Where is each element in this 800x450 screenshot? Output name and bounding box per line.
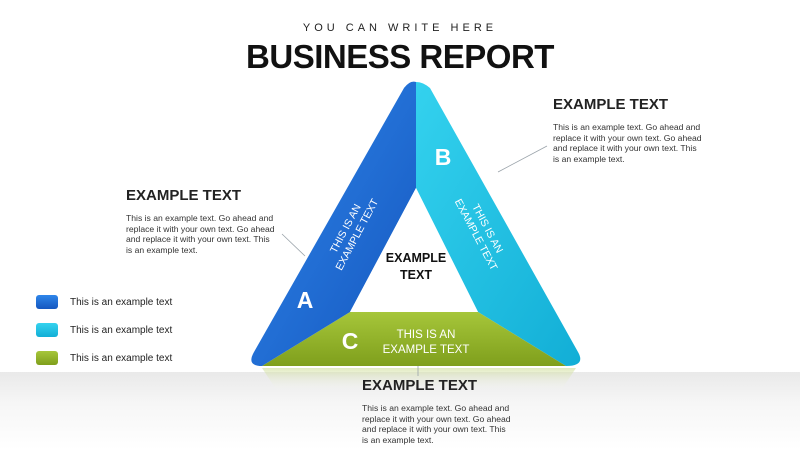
legend-swatch-cyan bbox=[36, 323, 58, 337]
legend-label: This is an example text bbox=[70, 296, 173, 308]
side-c-text-line2: EXAMPLE TEXT bbox=[383, 344, 470, 356]
legend: This is an example text This is an examp… bbox=[36, 288, 172, 372]
legend-swatch-green bbox=[36, 351, 58, 365]
legend-swatch-blue bbox=[36, 295, 58, 309]
inner-triangle bbox=[350, 188, 478, 312]
legend-item-green: This is an example text bbox=[36, 344, 172, 372]
side-c-letter: C bbox=[342, 328, 359, 354]
text-block-right: EXAMPLE TEXT This is an example text. Go… bbox=[553, 96, 703, 164]
text-block-right-body: This is an example text. Go ahead and re… bbox=[553, 122, 702, 164]
legend-label: This is an example text bbox=[70, 324, 173, 336]
text-block-left: EXAMPLE TEXT This is an example text. Go… bbox=[126, 187, 276, 255]
side-a-shape bbox=[251, 81, 416, 366]
text-block-left-body: This is an example text. Go ahead and re… bbox=[126, 213, 275, 255]
center-label-line1: EXAMPLE bbox=[386, 251, 446, 265]
text-block-right-heading: EXAMPLE TEXT bbox=[553, 96, 669, 113]
side-b-letter: B bbox=[435, 144, 452, 170]
side-b-shape bbox=[404, 82, 581, 366]
side-c-text-line1: THIS IS AN bbox=[397, 329, 456, 341]
text-block-bottom: EXAMPLE TEXT This is an example text. Go… bbox=[362, 377, 512, 445]
leader-line-left bbox=[281, 233, 306, 257]
center-label-line2: TEXT bbox=[400, 268, 432, 282]
page-title: BUSINESS REPORT bbox=[246, 38, 554, 75]
side-a-letter: A bbox=[297, 287, 314, 313]
legend-item-blue: This is an example text bbox=[36, 288, 172, 316]
side-c-shape bbox=[262, 312, 566, 366]
text-block-left-heading: EXAMPLE TEXT bbox=[126, 187, 242, 204]
text-block-bottom-heading: EXAMPLE TEXT bbox=[362, 377, 478, 394]
text-block-bottom-body: This is an example text. Go ahead and re… bbox=[362, 403, 511, 445]
legend-item-cyan: This is an example text bbox=[36, 316, 172, 344]
leader-line-right bbox=[497, 145, 548, 173]
legend-label: This is an example text bbox=[70, 352, 173, 364]
reflection-shape bbox=[262, 368, 576, 392]
eyebrow-subtitle: YOU CAN WRITE HERE bbox=[302, 22, 498, 34]
